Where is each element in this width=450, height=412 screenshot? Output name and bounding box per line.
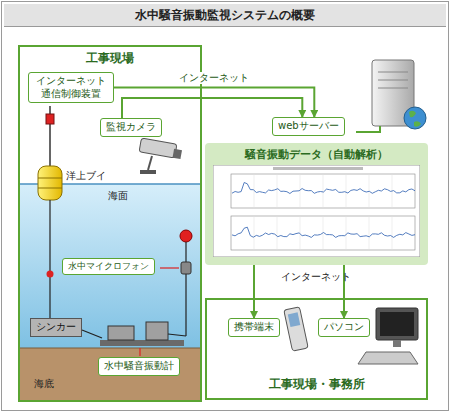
hydrophone	[160, 230, 192, 336]
free-label: インターネット	[281, 271, 351, 283]
mobile-phone-icon-part	[284, 307, 308, 351]
mobile-phone-icon-part	[288, 312, 300, 327]
pc-icon-part	[358, 352, 418, 364]
connector-arrow	[253, 265, 255, 318]
node-text: webサーバー	[278, 120, 339, 133]
mooring-rope-part	[49, 200, 50, 320]
vibration-meter-part	[108, 326, 134, 340]
hydrophone-box: 水中マイクロフォン	[62, 258, 155, 275]
node-text: 監視カメラ	[106, 121, 156, 134]
sea-water	[20, 184, 200, 350]
camera-box: 監視カメラ	[100, 118, 162, 137]
hydrophone-part	[185, 242, 186, 336]
sinker-box: シンカー	[30, 318, 82, 337]
hydrophone-part	[160, 267, 179, 268]
free-label: 洋上ブイ	[66, 170, 106, 182]
node-text: インターネット 通信制御装置	[34, 75, 108, 100]
chart-part	[231, 216, 415, 250]
chart-grid-line	[346, 216, 347, 250]
chart-grid-line	[277, 216, 278, 250]
data-panel: 騒音振動データ（自動解析）	[205, 143, 428, 265]
vibration-meter-part	[168, 334, 186, 336]
chart-part	[231, 174, 415, 208]
connector-arrow	[114, 88, 314, 118]
free-label: 海面	[108, 190, 128, 202]
edge-label: インターネット	[177, 72, 251, 84]
diagram-title: 水中騒音振動監視システムの概要	[4, 4, 446, 27]
vibration-meter-part	[139, 348, 140, 356]
mobile-box: 携帯端末	[228, 318, 280, 337]
camera-icon-part	[173, 149, 182, 159]
server-icon-part	[378, 80, 408, 81]
seabed	[20, 348, 200, 400]
vibration-meter-part	[146, 322, 168, 340]
hydrophone-part	[181, 262, 191, 274]
mobile-phone-icon	[284, 307, 308, 351]
node-text: 工事現場	[20, 50, 200, 67]
camera-icon-part	[139, 138, 177, 158]
chart-grid-line	[300, 174, 301, 208]
server-icon	[356, 60, 426, 132]
site-region: 工事現場インターネット 通信制御装置監視カメラ水中マイクロフォンシンカー水中騒音…	[18, 45, 202, 402]
chart-part	[232, 183, 415, 194]
node-text: 携帯端末	[234, 321, 274, 334]
server-icon-part	[378, 88, 408, 89]
chart-part	[273, 167, 363, 170]
chart-grid-line	[392, 216, 393, 250]
controller-box: インターネット 通信制御装置	[28, 72, 114, 103]
seabed-part	[20, 348, 200, 349]
buoy	[38, 106, 62, 200]
chart-part	[232, 227, 415, 237]
chart-grid-line	[346, 174, 347, 208]
buoy-part	[38, 178, 62, 179]
office-region: 工事現場・事務所 携帯端末 パソコン	[205, 298, 428, 400]
server-icon-part	[356, 126, 380, 132]
camera-icon	[139, 138, 182, 174]
free-label: 海底	[34, 378, 54, 390]
node-text: 水中騒音振動計	[104, 360, 174, 373]
chart-grid-line	[369, 216, 370, 250]
server-icon-part	[378, 72, 408, 73]
pc-icon-part	[393, 340, 401, 347]
node-text: 水中マイクロフォン	[68, 261, 149, 272]
chart-part	[213, 165, 420, 257]
vibration-meter	[100, 322, 186, 356]
meter-box: 水中騒音振動計	[98, 357, 180, 376]
pc-icon-part	[376, 308, 418, 340]
sea-water-part	[20, 184, 200, 350]
mooring-rope-part	[47, 271, 54, 278]
connector-arrow	[122, 98, 302, 118]
seabed-part	[20, 348, 200, 400]
server-icon-part	[404, 107, 426, 129]
mooring-rope-part	[82, 330, 102, 338]
hydrophone-part	[180, 230, 192, 242]
data-chart	[213, 165, 420, 257]
chart-part	[254, 174, 392, 250]
node-text: 騒音振動データ（自動解析）	[205, 147, 428, 162]
buoy-part	[46, 114, 54, 124]
camera-icon-part	[148, 156, 152, 170]
node-text: パソコン	[324, 321, 364, 334]
buoy-part	[38, 188, 62, 189]
pc-icon-part	[380, 312, 414, 336]
camera-icon-part	[140, 170, 156, 174]
pc-box: パソコン	[318, 318, 370, 337]
chart-grid-line	[254, 216, 255, 250]
vibration-meter-part	[100, 340, 184, 346]
chart-grid-line	[323, 174, 324, 208]
server-icon-part	[409, 111, 421, 127]
web-server-box: webサーバー	[272, 117, 345, 136]
node-text: シンカー	[36, 321, 76, 334]
chart-grid-line	[277, 174, 278, 208]
buoy-part	[38, 166, 62, 200]
node-text: 工事現場・事務所	[207, 376, 426, 393]
